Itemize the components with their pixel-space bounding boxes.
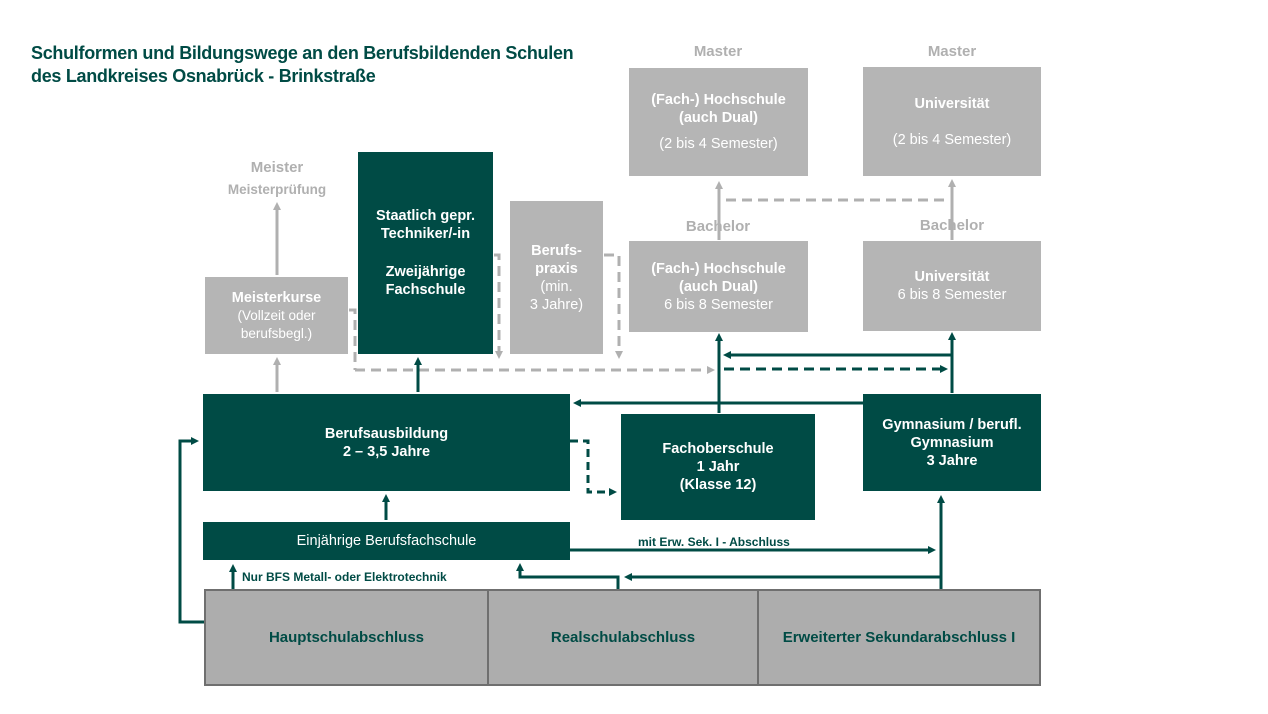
fh-master-sub: (2 bis 4 Semester) xyxy=(659,136,778,152)
arrow-hauptschule-to-ausbildung xyxy=(178,437,204,624)
uni-bachelor-sub: 6 bis 8 Semester xyxy=(897,287,1007,303)
fh-bachelor-title-2: (auch Dual) xyxy=(679,278,758,295)
gymnasium-line-2: Gymnasium xyxy=(910,434,994,451)
box-berufsfachschule: Einjährige Berufsfachschule xyxy=(203,522,570,560)
realschule-label: Realschulabschluss xyxy=(550,628,696,646)
label-meister: Meister xyxy=(250,159,304,176)
diagram-title: Schulformen und Bildungswege an den Beru… xyxy=(31,42,574,88)
box-meisterkurse: Meisterkurse (Vollzeit oder berufsbegl.) xyxy=(205,277,348,354)
meisterkurse-sub-1: (Vollzeit oder xyxy=(237,307,316,323)
berufspraxis-line-1: Berufs- xyxy=(531,242,582,259)
label-master-right: Master xyxy=(927,43,977,60)
gymnasium-line-1: Gymnasium / berufl. xyxy=(882,416,1022,433)
hauptschule-label: Hauptschulabschluss xyxy=(268,628,425,646)
fachoberschule-line-1: Fachoberschule xyxy=(662,441,774,457)
box-fh-master: (Fach-) Hochschule (auch Dual) (2 bis 4 … xyxy=(629,68,808,176)
fh-master-title-1: (Fach-) Hochschule xyxy=(651,92,786,108)
berufspraxis-line-2: praxis xyxy=(535,260,578,277)
arrow-real-to-bfs xyxy=(516,563,620,590)
note-bfs-metall: Nur BFS Metall- oder Elektrotechnik xyxy=(242,570,447,584)
box-techniker: Staatlich gepr. Techniker/-in Zweijährig… xyxy=(358,152,493,354)
uni-bachelor-title: Universität xyxy=(914,269,990,285)
berufsfachschule-label: Einjährige Berufsfachschule xyxy=(296,533,477,549)
dash-ausbildung-to-fos xyxy=(570,439,617,496)
techniker-line-1: Staatlich gepr. xyxy=(375,208,476,224)
fachoberschule-line-3: (Klasse 12) xyxy=(679,477,757,493)
sek1-label: Erweiterter Sekundarabschluss I xyxy=(782,628,1016,646)
box-berufspraxis: Berufs- praxis (min. 3 Jahre) xyxy=(510,201,603,354)
label-bachelor-right: Bachelor xyxy=(919,217,985,234)
label-bachelor-left: Bachelor xyxy=(685,218,751,235)
box-sekundarabschluss: Erweiterter Sekundarabschluss I xyxy=(757,589,1041,686)
fachoberschule-line-2: 1 Jahr xyxy=(696,459,740,475)
meisterkurse-sub-2: berufsbegl.) xyxy=(240,325,313,341)
box-fh-bachelor: (Fach-) Hochschule (auch Dual) 6 bis 8 S… xyxy=(629,241,808,332)
box-uni-master: Universität (2 bis 4 Semester) xyxy=(863,67,1041,176)
fh-bachelor-title-1: (Fach-) Hochschule xyxy=(651,260,786,277)
label-meisterpruefung: Meisterprüfung xyxy=(227,182,327,197)
box-realschulabschluss: Realschulabschluss xyxy=(487,589,759,686)
fh-master-title-2: (auch Dual) xyxy=(679,110,758,126)
berufsausbildung-line-1: Berufsausbildung xyxy=(324,425,449,442)
box-fachoberschule: Fachoberschule 1 Jahr (Klasse 12) xyxy=(621,414,815,520)
title-line-2: des Landkreises Osnabrück - Brinkstraße xyxy=(31,66,376,86)
box-berufsausbildung: Berufsausbildung 2 – 3,5 Jahre xyxy=(203,394,570,491)
gymnasium-line-3: 3 Jahre xyxy=(926,452,978,469)
uni-master-sub: (2 bis 4 Semester) xyxy=(892,131,1012,148)
uni-master-title: Universität xyxy=(914,95,990,112)
berufsausbildung-line-2: 2 – 3,5 Jahre xyxy=(342,443,431,460)
box-uni-bachelor: Universität 6 bis 8 Semester xyxy=(863,241,1041,331)
title-line-1: Schulformen und Bildungswege an den Beru… xyxy=(31,43,574,63)
box-hauptschulabschluss: Hauptschulabschluss xyxy=(204,589,489,686)
box-gymnasium: Gymnasium / berufl. Gymnasium 3 Jahre xyxy=(863,394,1041,491)
dash-techniker-route xyxy=(494,253,503,359)
techniker-line-2: Techniker/-in xyxy=(380,226,471,242)
berufspraxis-line-3: (min. xyxy=(540,278,573,295)
label-master-left: Master xyxy=(693,43,743,60)
note-erw-sek: mit Erw. Sek. I - Abschluss xyxy=(638,535,790,549)
berufspraxis-line-4: 3 Jahre) xyxy=(529,296,584,313)
dash-meisterkurse-route xyxy=(349,308,357,370)
techniker-line-4: Fachschule xyxy=(385,282,466,298)
techniker-line-3: Zweijährige xyxy=(385,264,466,280)
fh-bachelor-sub: 6 bis 8 Semester xyxy=(664,296,773,313)
meisterkurse-title: Meisterkurse xyxy=(231,289,322,306)
dash-berufspraxis-route xyxy=(604,253,623,359)
